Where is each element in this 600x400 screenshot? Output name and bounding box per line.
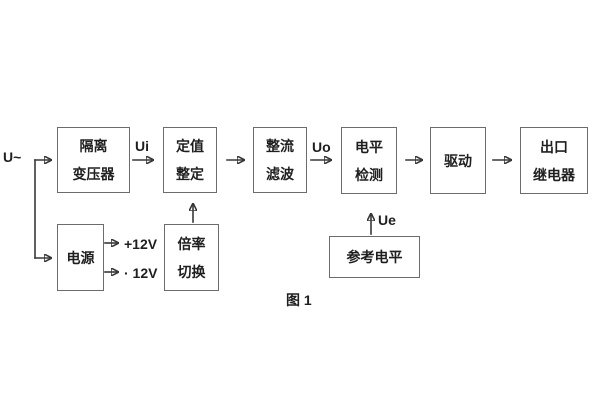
block-label: 整流 [266,138,294,154]
block-label: 隔离 [79,138,108,154]
block-label: 驱动 [444,152,472,169]
block-label: 电平 [355,138,383,155]
block-label: 参考电平 [346,249,403,265]
block-driver: 驱动 [430,127,486,194]
block-rectifier-filter: 整流 滤波 [253,127,307,193]
signal-label-plus-12v: +12V [124,236,158,252]
block-power-supply: 电源 [57,224,104,291]
block-label: 滤波 [266,166,294,182]
block-setpoint-setting: 定值 整定 [163,127,217,193]
block-ratio-switch: 倍率 切换 [164,224,219,291]
signal-label-ui: Ui [135,138,149,154]
signal-label-input-u: U~ [3,149,22,165]
block-label: 定值 [176,138,204,154]
signal-label-ue: Ue [378,212,396,228]
block-label: 检测 [355,166,383,183]
block-label: 出口 [540,138,568,155]
block-label: 切换 [177,263,206,280]
figure-caption: 图 1 [286,292,312,308]
block-label: 继电器 [533,166,575,183]
block-output-relay: 出口 继电器 [520,127,588,194]
block-label: 整定 [176,166,204,182]
block-level-detection: 电平 检测 [341,127,397,194]
block-reference-level: 参考电平 [329,236,420,278]
signal-label-uo: Uo [312,139,331,155]
block-label: 变压器 [72,166,115,182]
block-label: 电源 [66,249,95,266]
signal-label-minus-12v: · 12V [124,265,158,281]
block-label: 倍率 [177,235,206,252]
block-isolation-transformer: 隔离 变压器 [57,127,130,193]
